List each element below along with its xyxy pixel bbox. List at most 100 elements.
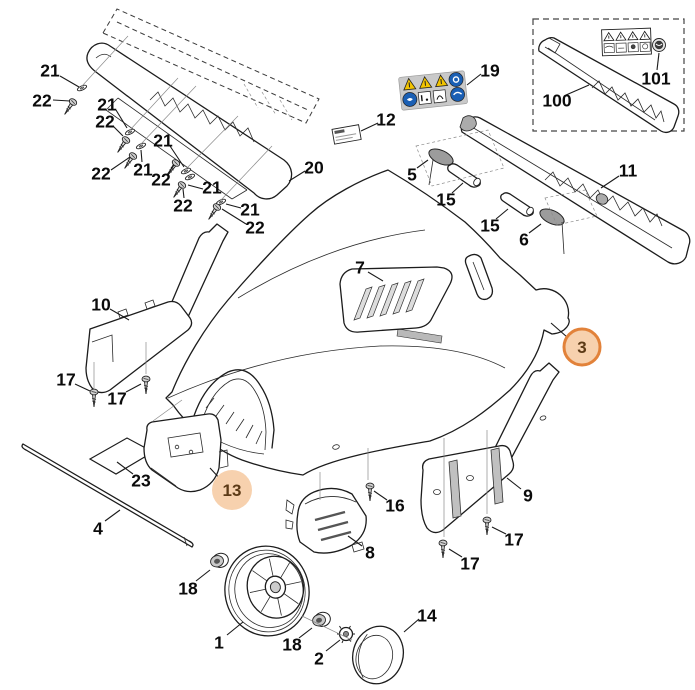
part-number-label[interactable]: 11 <box>619 161 638 181</box>
part-13-insert <box>143 399 229 493</box>
callout-9[interactable]: 9 <box>506 477 533 506</box>
part-number-label[interactable]: 6 <box>519 230 529 250</box>
part-number-label[interactable]: 2 <box>314 649 324 669</box>
part-number-label[interactable]: 100 <box>542 91 571 111</box>
leader-line <box>187 184 204 190</box>
part-number-label[interactable]: 21 <box>97 95 117 115</box>
callout-11[interactable]: 11 <box>600 161 638 189</box>
callout-21[interactable]: 21 <box>133 149 153 180</box>
callout-22[interactable]: 22 <box>173 188 193 216</box>
part-number-label[interactable]: 16 <box>385 496 405 516</box>
leader-line <box>225 203 242 209</box>
callout-100[interactable]: 100 <box>542 84 590 111</box>
part-number-label[interactable]: 22 <box>173 196 193 216</box>
part-2-star-washer <box>301 615 355 644</box>
part-number-label[interactable]: 19 <box>480 61 500 81</box>
part-number-label[interactable]: 22 <box>151 170 171 190</box>
callout-17[interactable]: 17 <box>491 526 524 550</box>
callout-12[interactable]: 12 <box>360 110 396 132</box>
callout-7[interactable]: 7 <box>355 258 384 282</box>
part-number-label[interactable]: 21 <box>40 61 60 81</box>
callout-15[interactable]: 15 <box>480 208 509 236</box>
callout-22[interactable]: 22 <box>32 91 71 111</box>
part-number-label[interactable]: 9 <box>523 486 533 506</box>
part-number-label[interactable]: 17 <box>460 554 479 574</box>
callout-16[interactable]: 16 <box>373 490 405 516</box>
highlight-circle[interactable] <box>212 470 252 510</box>
callout-4[interactable]: 4 <box>93 509 121 539</box>
callout-22[interactable]: 22 <box>221 208 265 238</box>
callout-23[interactable]: 23 <box>116 461 151 491</box>
callout-21[interactable]: 21 <box>225 200 260 220</box>
callout-21[interactable]: 21 <box>40 61 80 88</box>
part-number-label[interactable]: 21 <box>202 178 222 198</box>
part-number-label[interactable]: 14 <box>417 606 437 626</box>
callout-1[interactable]: 1 <box>214 621 244 653</box>
part-number-label[interactable]: 22 <box>91 164 111 184</box>
callout-17[interactable]: 17 <box>448 548 480 574</box>
safety-label-101 <box>601 27 652 57</box>
callout-10[interactable]: 10 <box>91 295 130 321</box>
callout-101[interactable]: 101 <box>641 52 671 89</box>
callout-17[interactable]: 17 <box>56 370 91 392</box>
part-number-label[interactable]: 12 <box>376 110 396 130</box>
part-number-label[interactable]: 8 <box>365 543 375 563</box>
callout-22[interactable]: 22 <box>95 112 124 137</box>
part-number-label[interactable]: 7 <box>355 258 365 278</box>
callout-8[interactable]: 8 <box>347 535 375 563</box>
callout-21[interactable]: 21 <box>153 131 185 168</box>
part-number-label[interactable]: 13 <box>223 481 242 500</box>
leader-line <box>600 175 620 189</box>
callout-21[interactable]: 21 <box>97 95 128 129</box>
part-number-label[interactable]: 21 <box>133 160 153 180</box>
part-number-label[interactable]: 18 <box>282 635 302 655</box>
part-number-label[interactable]: 15 <box>436 190 456 210</box>
part-number-label[interactable]: 5 <box>407 165 417 185</box>
callout-5[interactable]: 5 <box>407 159 429 185</box>
callout-13-highlighted[interactable]: 13 <box>209 467 252 510</box>
leader-line <box>325 639 341 652</box>
part-number-label[interactable]: 23 <box>131 471 151 491</box>
callout-14[interactable]: 14 <box>403 606 437 633</box>
callout-22[interactable]: 22 <box>151 164 175 190</box>
callout-15[interactable]: 15 <box>436 182 464 210</box>
part-number-label[interactable]: 22 <box>32 91 52 111</box>
leader-line <box>565 84 590 96</box>
part-number-label[interactable]: 4 <box>93 519 103 539</box>
part-10-left-bracket <box>85 223 229 394</box>
instruction-pictogram-icons <box>417 89 447 105</box>
part-number-label[interactable]: 15 <box>480 216 500 236</box>
callout-18[interactable]: 18 <box>178 569 211 599</box>
part-number-label[interactable]: 21 <box>240 200 260 220</box>
leader-line <box>550 322 568 338</box>
part-15-pin-rear <box>500 192 534 217</box>
part-number-label[interactable]: 17 <box>56 370 75 390</box>
callout-18[interactable]: 18 <box>282 627 313 655</box>
part-number-label[interactable]: 10 <box>91 295 111 315</box>
callout-6[interactable]: 6 <box>519 223 542 250</box>
callout-20[interactable]: 20 <box>288 158 324 182</box>
callout-2[interactable]: 2 <box>314 639 341 669</box>
highlight-circle[interactable] <box>562 327 602 367</box>
part-number-label[interactable]: 18 <box>178 579 198 599</box>
part-number-label[interactable]: 17 <box>504 530 523 550</box>
leader-line <box>416 159 429 169</box>
leader-line <box>360 122 379 132</box>
callout-22[interactable]: 22 <box>91 156 131 184</box>
part-number-label[interactable]: 1 <box>214 633 224 653</box>
part-number-label[interactable]: 17 <box>107 389 126 409</box>
part-number-label[interactable]: 22 <box>95 112 115 132</box>
leader-line <box>166 164 175 176</box>
fasteners-21-22-washers-screws <box>60 35 273 223</box>
part-number-label[interactable]: 3 <box>577 338 586 357</box>
part-number-label[interactable]: 21 <box>153 131 173 151</box>
part-number-label[interactable]: 22 <box>245 218 265 238</box>
part-number-label[interactable]: 101 <box>641 69 670 89</box>
callout-3-highlighted[interactable]: 3 <box>550 322 602 367</box>
callout-17[interactable]: 17 <box>107 383 142 409</box>
callout-19[interactable]: 19 <box>466 61 500 86</box>
callout-21[interactable]: 21 <box>187 178 222 198</box>
part-number-label[interactable]: 20 <box>304 158 324 178</box>
